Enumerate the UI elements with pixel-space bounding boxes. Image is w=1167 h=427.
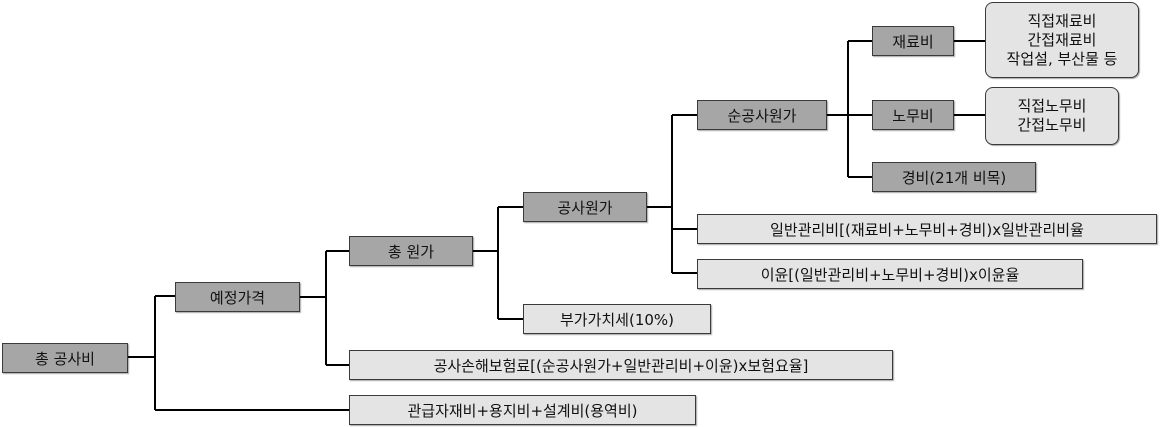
node-total-cost: 총 원가	[349, 236, 473, 266]
node-construction-cost: 공사원가	[523, 192, 647, 222]
material-item-indirect: 간접재료비	[1027, 30, 1097, 49]
material-item-byproducts: 작업설, 부산물 등	[1006, 49, 1118, 68]
node-profit: 이윤[(일반관리비+노무비+경비)x이윤율	[697, 259, 1083, 289]
labor-item-indirect: 간접노무비	[1017, 116, 1087, 134]
node-general-admin: 일반관리비[(재료비+노무비+경비)x일반관리비율	[697, 214, 1157, 244]
node-net-construction-cost: 순공사원가	[697, 100, 827, 130]
node-vat: 부가가치세(10%)	[523, 304, 711, 334]
node-total-construction-cost: 총 공사비	[2, 343, 128, 373]
node-material-cost: 재료비	[872, 26, 954, 56]
node-labor-cost: 노무비	[872, 100, 954, 130]
material-item-direct: 직접재료비	[1027, 11, 1097, 30]
node-labor-items: 직접노무비 간접노무비	[985, 87, 1119, 145]
node-government-supplied: 관급자재비+용지비+설계비(용역비)	[349, 395, 696, 425]
node-estimated-price: 예정가격	[175, 282, 300, 312]
node-material-items: 직접재료비 간접재료비 작업설, 부산물 등	[985, 2, 1139, 78]
labor-item-direct: 직접노무비	[1017, 97, 1087, 115]
node-expenses: 경비(21개 비목)	[872, 162, 1036, 192]
node-insurance: 공사손해보험료[(순공사원가+일반관리비+이윤)x보험요율]	[349, 350, 893, 380]
